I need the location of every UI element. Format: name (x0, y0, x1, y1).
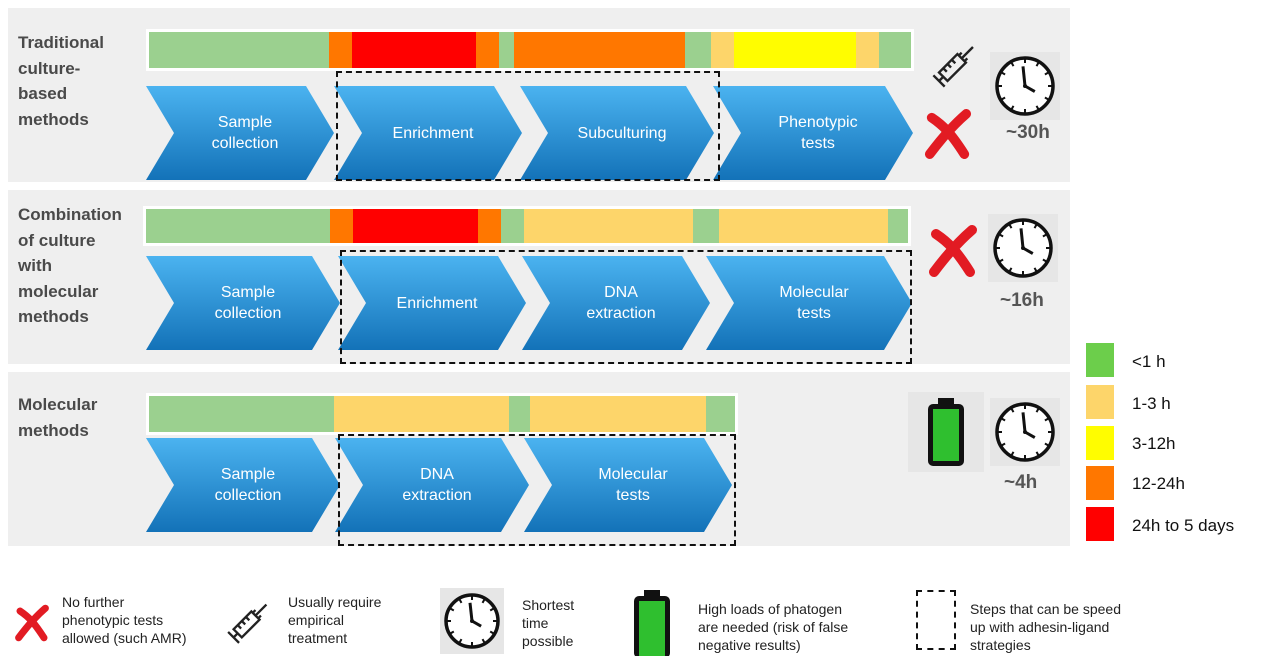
duration-bar (146, 393, 738, 435)
legend-swatch (1086, 426, 1114, 460)
chevron-shape (146, 438, 340, 532)
step-chevron: Enrichment (334, 86, 522, 180)
clock-icon (988, 214, 1058, 282)
legend-label: 3-12h (1132, 434, 1176, 453)
duration-segment (705, 396, 735, 432)
chevron-shape (334, 86, 522, 180)
step-chevron: Sample collection (146, 256, 340, 350)
duration-segment (685, 32, 712, 68)
chevron-shape (520, 86, 714, 180)
footnote-clock: Shortest time possible (522, 597, 575, 649)
step-label: DNA extraction (586, 284, 656, 322)
time-label: ~30h (1006, 122, 1050, 143)
step-label: Sample collection (211, 114, 279, 152)
footnote-cross: No further phenotypic tests allowed (suc… (62, 594, 187, 646)
time-label: ~16h (1000, 290, 1044, 311)
duration-segment (475, 32, 499, 68)
legend-swatch (1086, 466, 1114, 500)
syringe-icon (218, 592, 282, 650)
footnote-battery: High loads of phatogen are needed (risk … (698, 601, 849, 653)
clock-icon (990, 398, 1060, 466)
dashed-box (338, 434, 736, 546)
step-chevron: Molecular tests (706, 256, 912, 350)
dashed-box-icon (916, 590, 956, 650)
chevron-shape (713, 86, 913, 180)
chevron-shape (338, 256, 526, 350)
step-chevron: Subculturing (520, 86, 714, 180)
duration-segment (878, 32, 911, 68)
dashed-box (340, 250, 912, 364)
step-chevron: DNA extraction (335, 438, 529, 532)
duration-segment (523, 209, 694, 243)
duration-segment (351, 32, 476, 68)
legend-label: 24h to 5 days (1132, 516, 1235, 535)
method-title: Traditional culture- based methods (18, 33, 104, 129)
method-title: Combination of culture with molecular me… (18, 205, 122, 326)
cross-icon (928, 224, 978, 278)
duration-segment (856, 32, 879, 68)
duration-segment (330, 209, 354, 243)
duration-bar (146, 29, 914, 71)
legend-swatch (1086, 343, 1114, 377)
chevron-shape (335, 438, 529, 532)
duration-segment (328, 32, 352, 68)
cross-icon (924, 108, 972, 160)
step-chevron: Sample collection (146, 438, 340, 532)
step-chevron: Enrichment (338, 256, 526, 350)
step-label: DNA extraction (402, 466, 472, 504)
clock-icon (440, 588, 504, 654)
chevron-shape (146, 256, 340, 350)
dashed-box (336, 71, 720, 181)
duration-segment (718, 209, 889, 243)
chevron-shape (522, 256, 710, 350)
duration-segment (509, 396, 530, 432)
step-label: Enrichment (396, 294, 478, 312)
duration-segment (888, 209, 908, 243)
legend-swatch (1086, 385, 1114, 419)
step-chevron: Phenotypic tests (713, 86, 913, 180)
duration-segment (711, 32, 735, 68)
step-label: Phenotypic tests (778, 114, 858, 152)
duration-segment (693, 209, 719, 243)
duration-segment (149, 32, 329, 68)
method-title: Molecular methods (18, 395, 98, 440)
step-chevron: Sample collection (146, 86, 334, 180)
step-chevron: DNA extraction (522, 256, 710, 350)
footnote-dashed: Steps that can be speed up with adhesin-… (970, 601, 1121, 653)
legend-swatch (1086, 507, 1114, 541)
step-label: Subculturing (577, 124, 667, 142)
step-label: Sample collection (214, 466, 282, 504)
footnote-syringe: Usually require empirical treatment (288, 594, 382, 646)
duration-segment (513, 32, 686, 68)
duration-segment (146, 209, 331, 243)
duration-segment (498, 32, 514, 68)
step-label: Sample collection (214, 284, 282, 322)
battery-icon (622, 586, 682, 656)
legend-label: 12-24h (1132, 474, 1185, 493)
chevron-shape (706, 256, 912, 350)
chevron-shape (146, 86, 334, 180)
cross-icon (10, 604, 54, 642)
legend-label: 1-3 h (1132, 394, 1171, 413)
legend-label: <1 h (1132, 352, 1166, 371)
duration-segment (353, 209, 479, 243)
time-label: ~4h (1004, 472, 1038, 493)
step-label: Enrichment (392, 124, 474, 142)
step-label: Molecular tests (598, 466, 668, 504)
duration-segment (501, 209, 524, 243)
battery-icon (908, 392, 984, 472)
syringe-icon (926, 34, 986, 94)
clock-icon (990, 52, 1060, 120)
chevron-shape (524, 438, 732, 532)
step-label: Molecular tests (779, 284, 849, 322)
duration-bar (143, 206, 911, 246)
duration-segment (149, 396, 334, 432)
duration-segment (734, 32, 857, 68)
step-chevron: Molecular tests (524, 438, 732, 532)
duration-segment (333, 396, 510, 432)
duration-segment (529, 396, 706, 432)
duration-segment (478, 209, 502, 243)
